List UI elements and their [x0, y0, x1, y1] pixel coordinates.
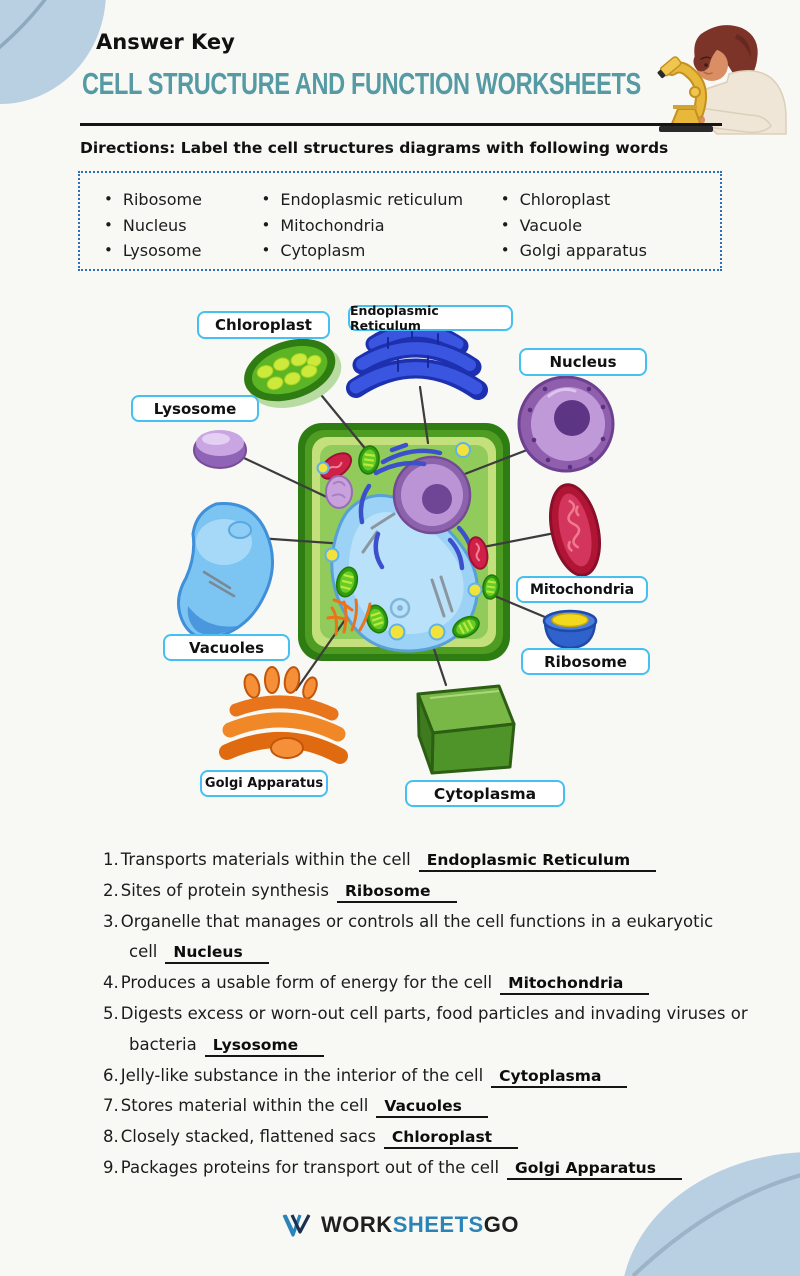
endoplasmic-reticulum-organelle	[346, 322, 488, 400]
answer-blank: Lysosome	[204, 1035, 325, 1057]
answer-key-label: Answer Key	[96, 30, 235, 54]
bullet-icon: •	[104, 241, 113, 259]
word-bank-column: •Chloroplast •Vacuole •Golgi apparatus	[501, 187, 720, 269]
golgi-apparatus-organelle	[219, 666, 348, 764]
diagram-label-ribosome: Ribosome	[521, 648, 650, 675]
bullet-icon: •	[500, 215, 510, 234]
cell-golgi	[326, 598, 372, 636]
word-bank-column: •Endoplasmic reticulum •Mitochondria •Cy…	[261, 187, 500, 269]
bullet-icon: •	[500, 241, 510, 259]
bullet-icon: •	[500, 190, 510, 208]
cell-ribosome-dots	[316, 442, 483, 641]
bullet-icon: •	[104, 215, 113, 234]
footer-logo: WORKSHEETSGO	[0, 1212, 800, 1238]
diagram-label-mitochondria: Mitochondria	[516, 576, 648, 603]
word-bank-item: •Endoplasmic reticulum	[261, 187, 500, 213]
microscope-icon	[657, 56, 713, 132]
answer-blank: Cytoplasma	[491, 1066, 628, 1088]
diagram-label-vacuoles: Vacuoles	[163, 634, 290, 661]
lysosome-organelle	[193, 430, 247, 469]
cell-chloroplasts	[335, 445, 500, 639]
word-bank-item: •Golgi apparatus	[501, 238, 720, 264]
question-row: 9.Packages proteins for transport out of…	[103, 1153, 751, 1184]
bullet-icon: •	[261, 190, 271, 208]
answer-blank: Endoplasmic Reticulum	[418, 851, 657, 872]
chloroplast-organelle	[244, 338, 342, 408]
directions-text: Directions: Label the cell structures di…	[80, 139, 669, 157]
scientist-illustration	[657, 25, 787, 135]
diagram-label-lysosome: Lysosome	[131, 395, 259, 422]
diagram-label-golgi-apparatus: Golgi Apparatus	[200, 770, 328, 797]
cell-lysosome	[325, 475, 353, 509]
cytoplasm-cube	[416, 684, 516, 775]
worksheetsgo-logo-icon	[282, 1214, 311, 1237]
vacuole-organelle	[177, 502, 275, 640]
diagram-label-endoplasmic-reticulum: Endoplasmic Reticulum	[348, 303, 513, 333]
footer-logo-text: WORKSHEETSGO	[321, 1212, 519, 1237]
question-row: 6.Jelly-like substance in the interior o…	[103, 1061, 751, 1092]
word-bank-item: •Ribosome	[104, 187, 261, 213]
diagram-label-nucleus: Nucleus	[519, 348, 647, 376]
question-row: 5.Digests excess or worn-out cell parts,…	[103, 999, 751, 1061]
word-bank-column: •Ribosome •Nucleus •Lysosome	[104, 187, 261, 269]
cell-diagram	[177, 322, 615, 775]
answer-blank: Nucleus	[165, 943, 269, 965]
word-bank-item: •Chloroplast	[501, 187, 720, 213]
header-divider	[80, 123, 722, 126]
page-title: CELL STRUCTURE AND FUNCTION WORKSHEETS	[82, 66, 641, 101]
question-row: 3.Organelle that manages or controls all…	[103, 907, 751, 969]
nucleus-organelle	[517, 375, 615, 473]
word-bank-item: •Cytoplasm	[261, 238, 500, 264]
question-row: 4.Produces a usable form of energy for t…	[103, 968, 751, 999]
diagram-label-cytoplasma: Cytoplasma	[405, 780, 565, 807]
word-bank-item: •Nucleus	[104, 213, 261, 239]
cell-nucleus	[392, 455, 472, 535]
word-bank-box: •Ribosome •Nucleus •Lysosome •Endoplasmi…	[78, 171, 722, 271]
answer-blank: Ribosome	[337, 881, 457, 903]
answer-blank: Vacuoles	[376, 1097, 488, 1119]
word-bank-item: •Lysosome	[104, 238, 261, 264]
ribosome-organelle	[542, 609, 598, 650]
bullet-icon: •	[261, 241, 271, 259]
answer-blank: Chloroplast	[383, 1128, 519, 1150]
diagram-label-chloroplast: Chloroplast	[197, 311, 330, 339]
mitochondria-organelle	[549, 483, 601, 577]
bullet-icon: •	[261, 215, 271, 234]
bullet-icon: •	[104, 190, 113, 208]
answer-blank: Mitochondria	[500, 974, 650, 996]
word-bank-item: •Vacuole	[501, 213, 720, 239]
answer-blank: Golgi Apparatus	[507, 1158, 682, 1180]
cell-mitochondria	[319, 452, 489, 570]
word-bank-item: •Mitochondria	[261, 213, 500, 239]
